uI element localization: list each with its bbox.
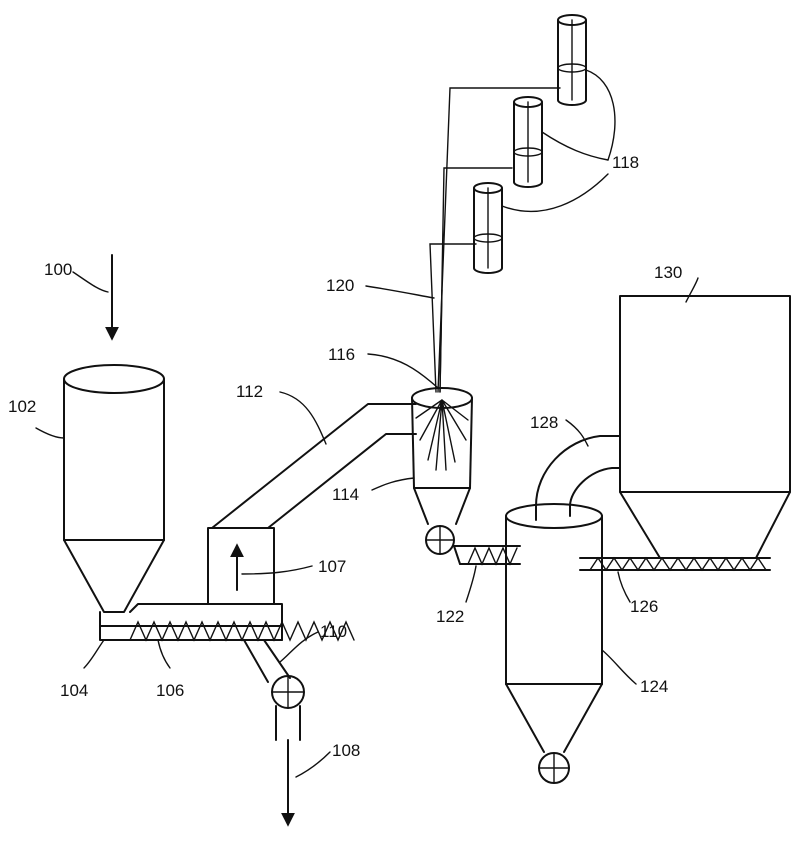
discharge-line-108 (243, 631, 331, 827)
feed-lines-120 (365, 87, 561, 393)
feed-silo (35, 364, 165, 613)
label-108: 108 (332, 741, 360, 760)
label-100: 100 (44, 260, 72, 279)
reagent-tanks-118 (473, 14, 616, 274)
label-114: 114 (332, 485, 359, 504)
screw-conveyor-106 (83, 603, 355, 669)
screw-conveyor-122 (453, 545, 521, 603)
label-110: 110 (320, 622, 347, 641)
feed-arrow (72, 254, 119, 341)
screw-conveyor-126 (579, 556, 771, 603)
label-130: 130 (654, 263, 682, 282)
label-124: 124 (640, 677, 668, 696)
label-118: 118 (612, 153, 639, 172)
label-122: 122 (436, 607, 464, 626)
duct-112 (211, 391, 417, 529)
label-106: 106 (156, 681, 184, 700)
spray-chamber-114 (367, 353, 473, 555)
label-104: 104 (60, 681, 88, 700)
label-116: 116 (328, 345, 355, 364)
cyclone-124 (505, 503, 637, 784)
product-bin-130 (619, 277, 791, 559)
label-107: 107 (318, 557, 346, 576)
label-102: 102 (8, 397, 36, 416)
label-112: 112 (236, 382, 263, 401)
pipe-128 (535, 419, 621, 521)
label-126: 126 (630, 597, 658, 616)
label-120: 120 (326, 276, 354, 295)
dryer-box-107 (207, 527, 313, 605)
label-128: 128 (530, 413, 558, 432)
